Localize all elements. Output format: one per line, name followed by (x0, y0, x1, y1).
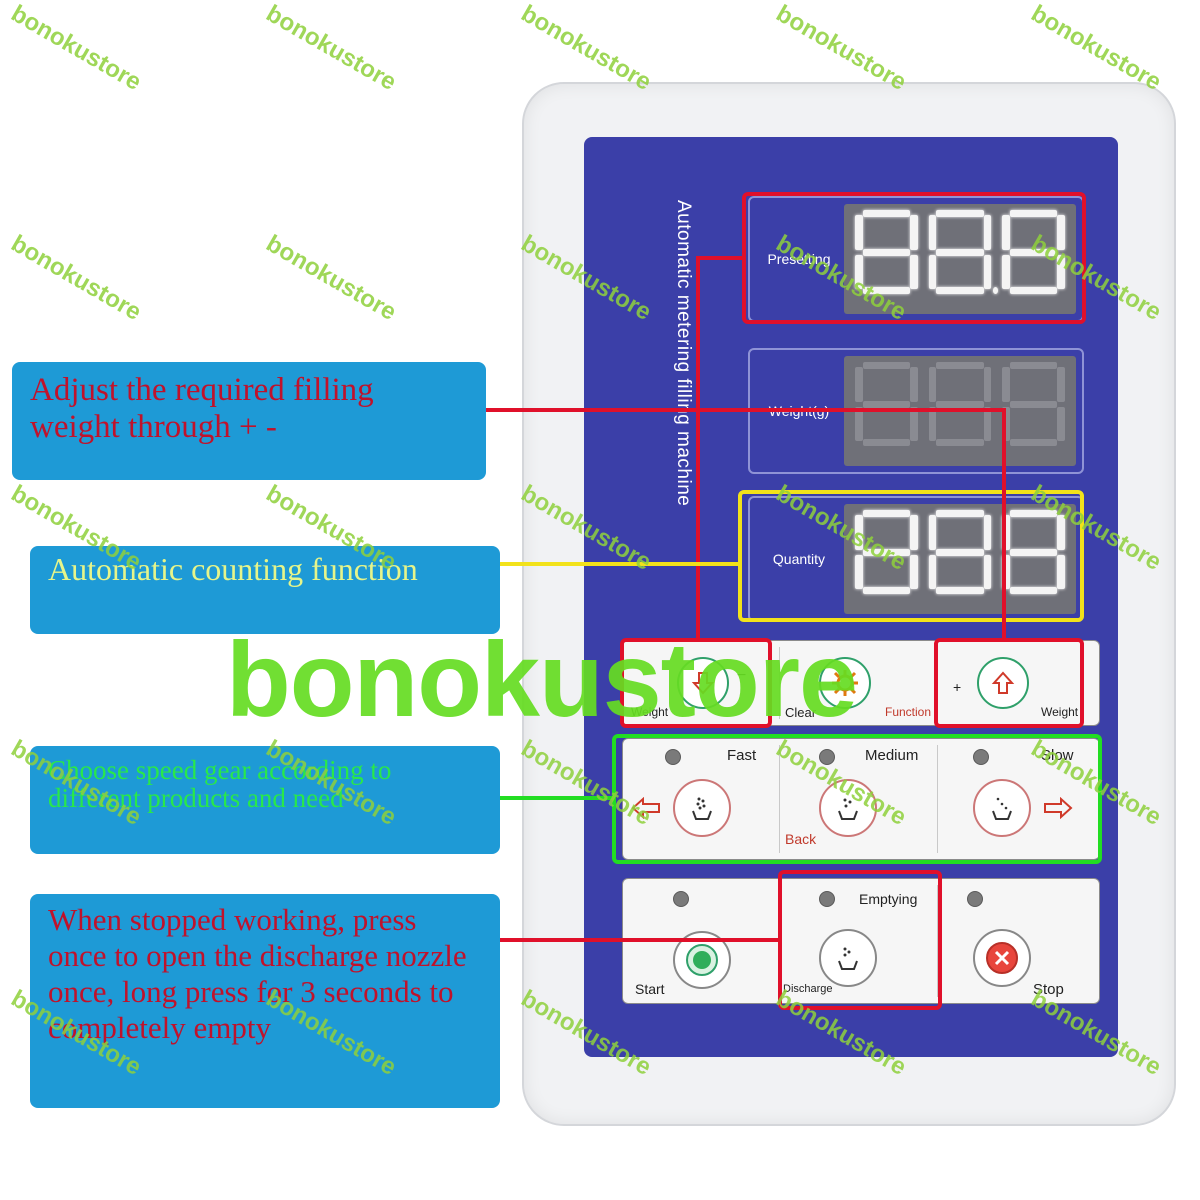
watermark-text: bonokustore (261, 230, 401, 327)
connector-line (1002, 408, 1006, 640)
quantity-screen (844, 504, 1076, 614)
callout-counting-text: Automatic counting function (48, 551, 418, 587)
weight-minus-label: Weight (631, 705, 669, 719)
stop-icon (986, 942, 1018, 974)
clear-label: Clear (785, 705, 817, 720)
panel-title: Automatic metering filling machine (673, 200, 694, 507)
emptying-label: Emptying (859, 891, 918, 907)
quantity-display: Quantity (748, 496, 1084, 622)
forward-arrow-icon (1044, 797, 1073, 819)
watermark-text: bonokustore (261, 0, 401, 97)
back-arrow-icon (631, 797, 660, 819)
start-icon (686, 944, 718, 976)
stop-led (967, 891, 983, 907)
plus-sign: + (953, 679, 962, 695)
seven-segment-digit (1001, 210, 1066, 296)
callout-counting: Automatic counting function (30, 546, 500, 634)
weight-down-button[interactable] (677, 657, 729, 709)
fast-led (665, 749, 681, 765)
fast-label: Fast (727, 747, 757, 764)
seven-segment-digit (927, 210, 998, 296)
connector-line (500, 796, 614, 800)
connector-line (500, 562, 740, 566)
connector-line (486, 408, 1004, 412)
callout-discharge-text: When stopped working, press once to open… (48, 902, 467, 1045)
discharge-icon (838, 947, 858, 970)
arrow-down-icon (691, 672, 715, 695)
clear-function-button[interactable] (819, 657, 871, 709)
speed-highlight (612, 734, 1102, 864)
callout-speed-text: Choose speed gear according to different… (48, 755, 392, 814)
connector-line (500, 938, 780, 942)
seven-segment-digit (854, 210, 919, 296)
medium-label: Medium (865, 747, 919, 764)
big-watermark: bonokustore (226, 621, 858, 739)
seven-segment-digit (854, 510, 919, 596)
medium-pour-icon (838, 798, 858, 820)
stop-label: Stop (1033, 981, 1064, 998)
discharge-label: Discharge (783, 983, 833, 995)
watermark-text: bonokustore (6, 230, 146, 327)
seven-segment-digit (854, 362, 919, 448)
keypad-row-adjust: − Weight Clear Function + Weight (622, 640, 1100, 726)
connector-line (696, 256, 746, 260)
arrow-up-icon (991, 671, 1015, 694)
back-label: Back (785, 831, 817, 847)
discharge-button[interactable] (819, 929, 877, 987)
weight-down-highlight (620, 638, 772, 728)
slow-pour-icon (992, 797, 1012, 820)
weight-up-button[interactable] (977, 657, 1029, 709)
callout-discharge: When stopped working, press once to open… (30, 894, 500, 1108)
callout-speed: Choose speed gear according to different… (30, 746, 500, 854)
seven-segment-digit (927, 510, 992, 596)
seven-segment-digit (927, 362, 992, 448)
function-label: Function (885, 705, 932, 719)
fast-speed-button[interactable] (673, 779, 731, 837)
gear-icon (832, 670, 858, 696)
connector-line (696, 256, 700, 640)
minus-sign: − (737, 667, 747, 684)
discharge-highlight (778, 870, 942, 1010)
presetting-label: Presetting (767, 251, 831, 267)
stop-button[interactable] (973, 929, 1031, 987)
start-label: Start (635, 981, 665, 997)
callout-weight-adjust: Adjust the required filling weight throu… (12, 362, 486, 480)
watermark-text: bonokustore (6, 0, 146, 97)
fast-pour-icon (692, 797, 712, 820)
emptying-led (819, 891, 835, 907)
callout-weight-adjust-text: Adjust the required filling weight throu… (30, 372, 374, 445)
weight-plus-label: Weight (1041, 705, 1079, 719)
seven-segment-digit (1001, 362, 1066, 448)
weight-up-highlight (934, 638, 1084, 728)
presetting-screen (844, 204, 1076, 314)
slow-speed-button[interactable] (973, 779, 1031, 837)
quantity-highlight (738, 490, 1084, 622)
medium-led (819, 749, 835, 765)
slow-led (973, 749, 989, 765)
keypad-row-speed: Fast Medium Back Slow (622, 738, 1100, 860)
start-led (673, 891, 689, 907)
slow-label: Slow (1041, 747, 1074, 764)
quantity-label: Quantity (772, 551, 826, 567)
medium-speed-button[interactable] (819, 779, 877, 837)
